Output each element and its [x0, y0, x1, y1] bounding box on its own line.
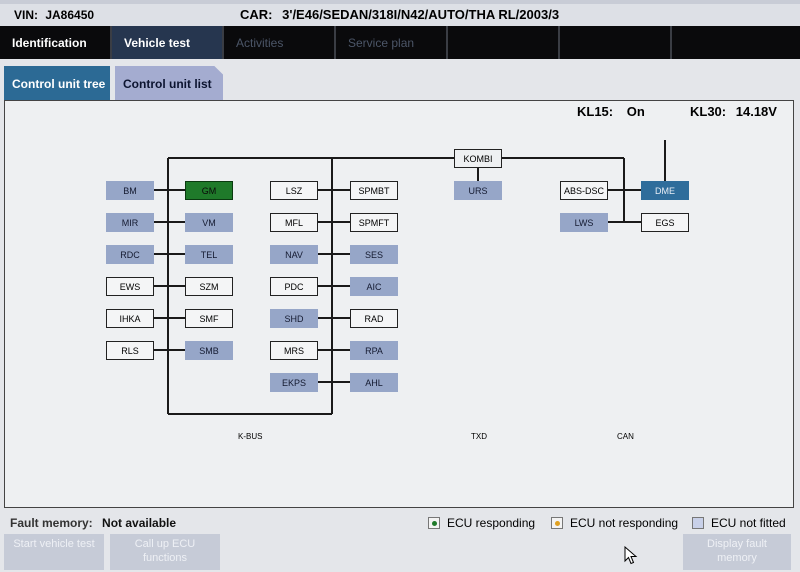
legend-not-responding: ECU not responding [551, 516, 678, 530]
ecu-dme[interactable]: DME [641, 181, 689, 200]
ecu-bm[interactable]: BM [106, 181, 154, 200]
ecu-shd[interactable]: SHD [270, 309, 318, 328]
car-display: CAR: 3'/E46/SEDAN/318I/N42/AUTO/THA RL/2… [240, 7, 559, 22]
kl15-label: KL15: [577, 104, 614, 119]
ecu-vm[interactable]: VM [185, 213, 233, 232]
ecu-rpa[interactable]: RPA [350, 341, 398, 360]
mouse-pointer-icon [624, 546, 638, 565]
tab-empty-2 [560, 26, 672, 59]
ecu-gm[interactable]: GM [185, 181, 233, 200]
legend-not-fitted: ECU not fitted [692, 516, 786, 530]
ecu-lsz[interactable]: LSZ [270, 181, 318, 200]
legend-responding: ECU responding [428, 516, 535, 530]
ecu-mrs[interactable]: MRS [270, 341, 318, 360]
control-unit-tree-panel [4, 100, 794, 508]
ecu-egs[interactable]: EGS [641, 213, 689, 232]
ecu-spmbt[interactable]: SPMBT [350, 181, 398, 200]
car-label: CAR: [240, 7, 273, 22]
ecu-abs-dsc[interactable]: ABS-DSC [560, 181, 608, 200]
ecu-lws[interactable]: LWS [560, 213, 608, 232]
vin-label: VIN: [14, 8, 38, 22]
ecu-ekps[interactable]: EKPS [270, 373, 318, 392]
ecu-mfl[interactable]: MFL [270, 213, 318, 232]
legend-responding-label: ECU responding [447, 516, 536, 530]
ecu-szm[interactable]: SZM [185, 277, 233, 296]
ecu-ses[interactable]: SES [350, 245, 398, 264]
legend-not-responding-label: ECU not responding [570, 516, 679, 530]
not-responding-indicator-icon [551, 517, 563, 529]
tab-control-unit-tree[interactable]: Control unit tree [4, 66, 110, 100]
vin-value: JA86450 [45, 8, 95, 22]
ecu-smb[interactable]: SMB [185, 341, 233, 360]
car-value: 3'/E46/SEDAN/318I/N42/AUTO/THA RL/2003/3 [282, 7, 560, 22]
start-vehicle-test-button[interactable]: Start vehicle test [4, 534, 104, 570]
ecu-ihka[interactable]: IHKA [106, 309, 154, 328]
ecu-pdc[interactable]: PDC [270, 277, 318, 296]
display-fault-memory-button[interactable]: Display fault memory [683, 534, 791, 570]
ecu-rls[interactable]: RLS [106, 341, 154, 360]
kl15-status: KL15: On [577, 104, 645, 119]
main-nav: Identification Vehicle test Activities S… [0, 26, 800, 59]
bus-label-k-bus: K-BUS [238, 432, 263, 441]
not-fitted-indicator-icon [692, 517, 704, 529]
ecu-nav[interactable]: NAV [270, 245, 318, 264]
tab-identification[interactable]: Identification [0, 26, 112, 59]
kl30-status: KL30: 14.18V [690, 104, 777, 119]
top-strip [0, 0, 800, 4]
bus-label-can: CAN [617, 432, 634, 441]
ecu-rad[interactable]: RAD [350, 309, 398, 328]
kl30-label: KL30: [690, 104, 727, 119]
fault-memory-label: Fault memory: [10, 516, 93, 530]
ecu-spmft[interactable]: SPMFT [350, 213, 398, 232]
vin-display: VIN: JA86450 [14, 8, 94, 22]
responding-indicator-icon [428, 517, 440, 529]
ecu-ahl[interactable]: AHL [350, 373, 398, 392]
tab-empty-1 [448, 26, 560, 59]
fault-memory-status: Fault memory: Not available [10, 516, 176, 530]
legend-not-fitted-label: ECU not fitted [711, 516, 786, 530]
tab-vehicle-test[interactable]: Vehicle test [112, 26, 224, 59]
ecu-smf[interactable]: SMF [185, 309, 233, 328]
ecu-tel[interactable]: TEL [185, 245, 233, 264]
fault-memory-value: Not available [102, 516, 177, 530]
ecu-kombi[interactable]: KOMBI [454, 149, 502, 168]
call-up-ecu-functions-button[interactable]: Call up ECU functions [110, 534, 220, 570]
ecu-aic[interactable]: AIC [350, 277, 398, 296]
kl30-value: 14.18V [735, 104, 777, 119]
kl15-value: On [626, 104, 645, 119]
bus-label-txd: TXD [471, 432, 487, 441]
tab-service-plan[interactable]: Service plan [336, 26, 448, 59]
ecu-urs[interactable]: URS [454, 181, 502, 200]
ecu-mir[interactable]: MIR [106, 213, 154, 232]
ecu-rdc[interactable]: RDC [106, 245, 154, 264]
tab-control-unit-list[interactable]: Control unit list [115, 66, 223, 100]
ecu-ews[interactable]: EWS [106, 277, 154, 296]
tab-activities[interactable]: Activities [224, 26, 336, 59]
